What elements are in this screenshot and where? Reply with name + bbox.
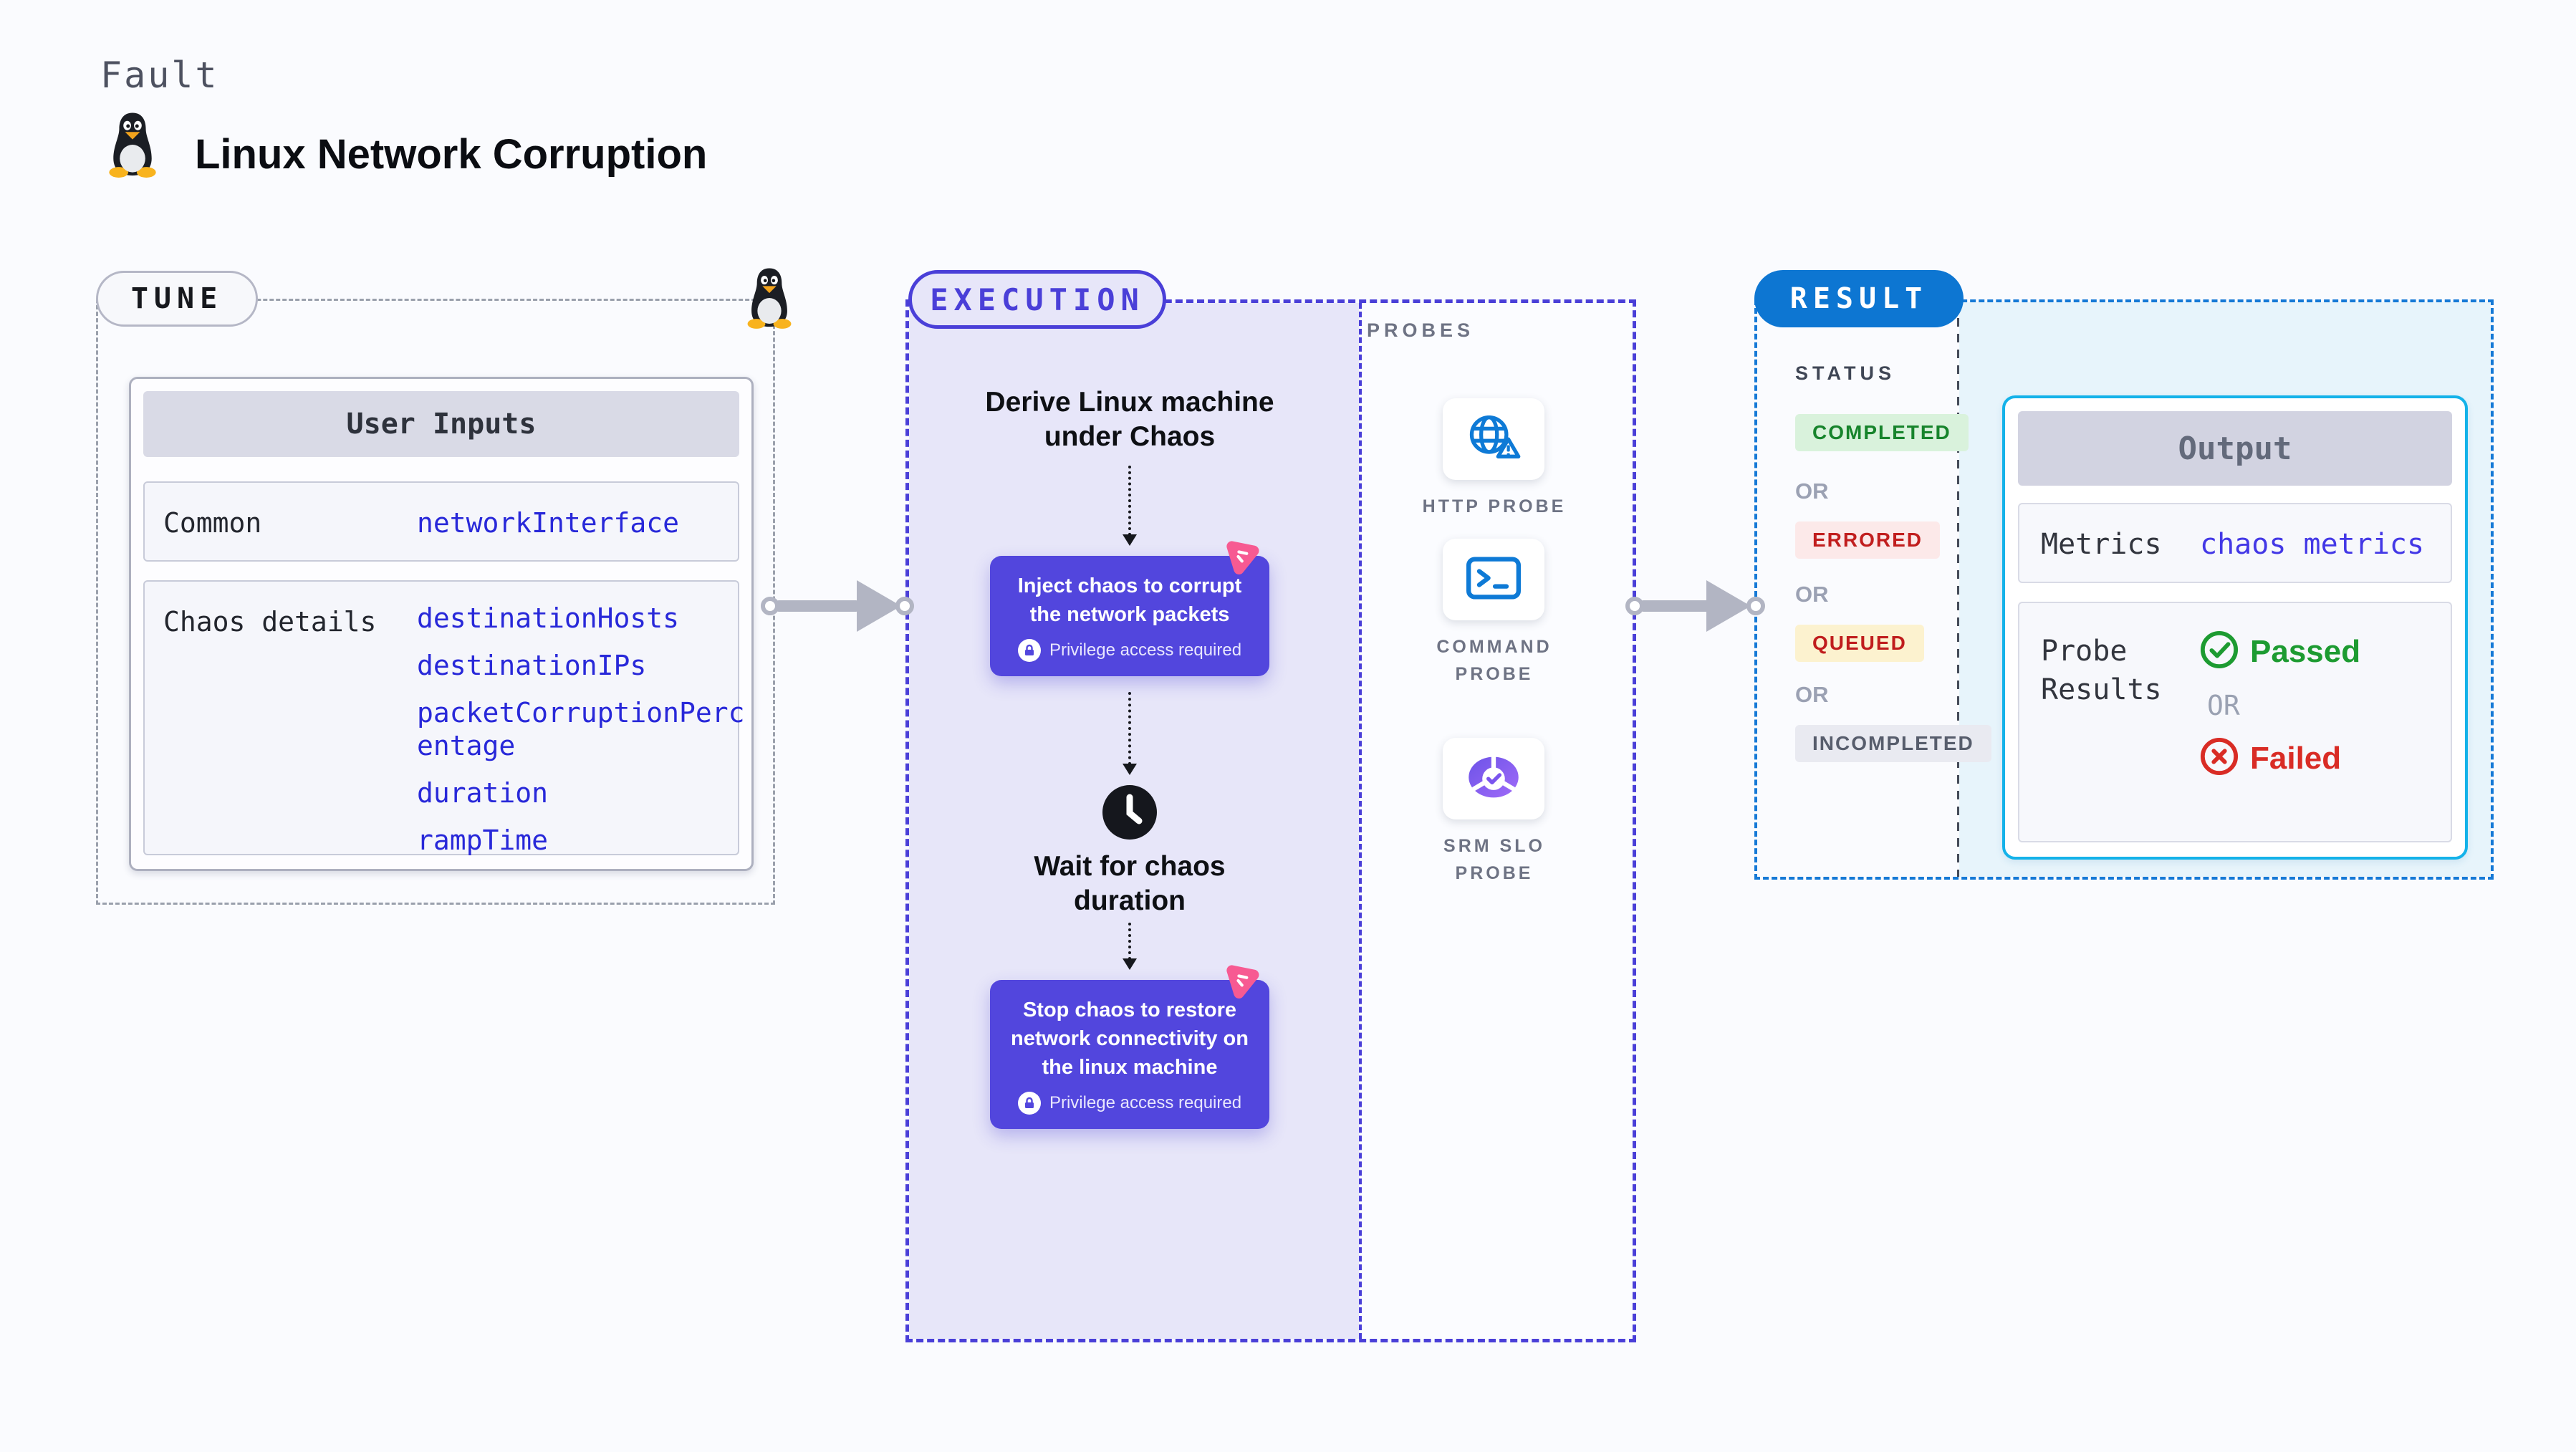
srm-slo-probe-card [1443,738,1544,819]
connector-dot [895,597,914,615]
arrow-down-icon [1123,958,1137,970]
user-inputs-row-chaos-details: Chaos details destinationHosts destinati… [143,580,745,856]
status-badge-incompleted: INCOMPLETED [1795,725,1991,762]
row-label: Chaos details [163,606,377,638]
flow-connector [1123,692,1137,775]
row-value: destinationHosts [417,602,680,634]
status-badge-queued: QUEUED [1795,625,1924,662]
inject-chaos-text: Inject chaos to corrupt the network pack… [1017,574,1242,626]
slo-donut-check-icon [1465,753,1522,805]
row-label: Common [163,507,262,539]
or-label: OR [2207,690,2240,721]
failed-label: Failed [2250,740,2342,776]
connector-dot [1746,597,1765,615]
tune-pill: TUNE [96,271,258,327]
arrow-down-icon [1123,764,1137,775]
stop-chaos-card: Stop chaos to restore network connectivi… [990,980,1269,1129]
row-value: duration [417,777,549,809]
or-label: OR [1795,682,1829,707]
status-output-divider [1957,302,1959,877]
metrics-label: Metrics [2041,528,2162,561]
execution-pill: EXECUTION [908,270,1166,329]
stop-chaos-text: Stop chaos to restore network connectivi… [1011,999,1249,1079]
chaos-experiment-icon [1219,533,1266,583]
privilege-note: Privilege access required [1049,640,1242,660]
wait-step-text: Wait for chaos duration [1034,851,1226,916]
probe-label: COMMAND PROBE [1436,637,1552,684]
privilege-note: Privilege access required [1049,1093,1242,1112]
arrow-down-icon [1123,534,1137,546]
flow-connector [1123,923,1137,970]
or-label: OR [1795,479,1829,504]
probe-results-row: Probe Results Passed OR [2018,602,2452,842]
lock-icon [1017,639,1041,662]
check-circle-icon [2200,630,2239,673]
probe-results-label: Probe Results [2041,635,2162,706]
output-header: Output [2018,411,2452,486]
or-label: OR [1795,582,1829,607]
connector-dot [1625,597,1644,615]
connector-dot [761,597,779,615]
row-value: packetCorruptionPercentage [417,697,745,761]
flow-arrow [777,600,858,612]
status-badge-completed: COMPLETED [1795,414,1969,451]
metrics-row: Metrics chaos metrics [2018,503,2452,583]
clock-icon [1102,785,1157,843]
flow-arrowhead [857,580,901,632]
command-probe-card [1443,539,1544,620]
tux-linux-icon [105,112,160,181]
metrics-value: chaos metrics [2200,528,2425,561]
status-badge-errored: ERRORED [1795,521,1941,559]
derive-step-text: Derive Linux machine under Chaos [985,387,1274,452]
flow-arrowhead [1706,580,1751,632]
status-label: STATUS [1795,362,1895,384]
terminal-icon [1466,556,1521,603]
row-value: rampTime [417,824,549,856]
fault-kicker: Fault [100,54,219,96]
globe-alert-icon [1465,413,1522,466]
lock-icon [1017,1092,1041,1115]
user-inputs-row-common: Common networkInterface [143,481,739,562]
http-probe-card [1443,398,1544,480]
flow-arrow [1641,600,1708,612]
tux-linux-icon [744,266,795,333]
result-pill: RESULT [1754,270,1964,327]
row-value: destinationIPs [417,650,647,681]
flow-connector [1123,466,1137,546]
passed-label: Passed [2250,633,2361,669]
page-title: Linux Network Corruption [195,131,708,178]
probe-label: SRM SLO PROBE [1443,836,1545,883]
probe-label: HTTP PROBE [1422,496,1567,516]
inject-chaos-card: Inject chaos to corrupt the network pack… [990,556,1269,676]
probes-label: PROBES [1367,319,1475,341]
x-circle-icon [2200,737,2239,779]
row-value: networkInterface [417,507,680,539]
chaos-experiment-icon [1219,957,1266,1007]
user-inputs-header: User Inputs [143,391,739,457]
